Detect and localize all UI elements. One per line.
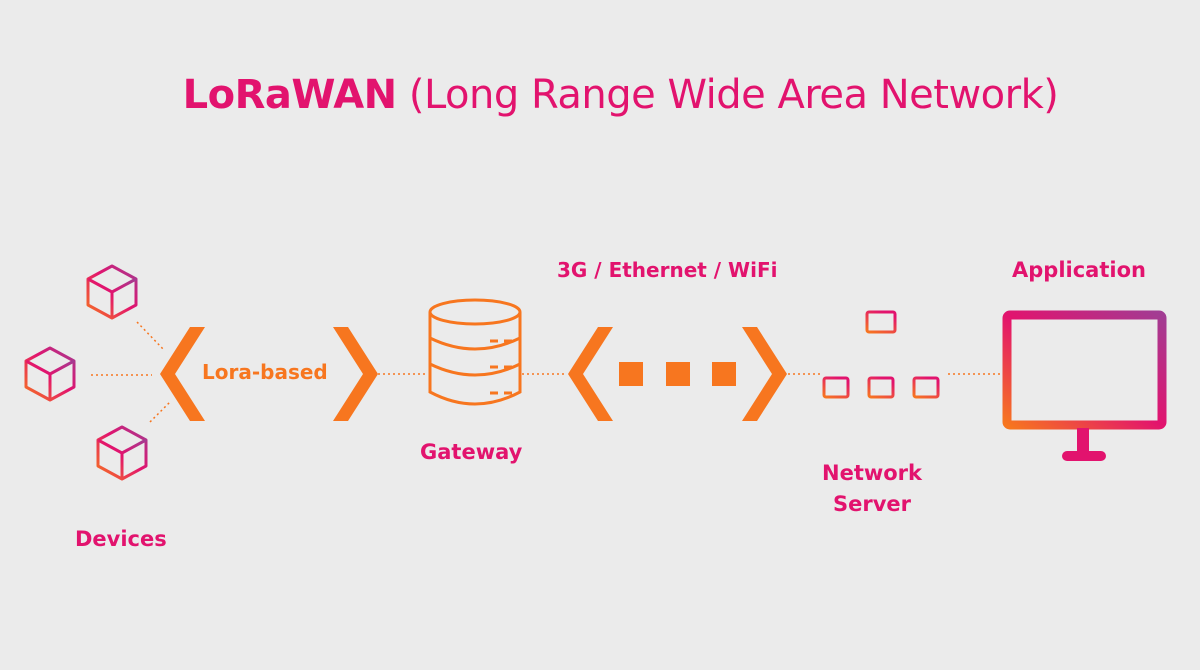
network-tree-icon: [822, 310, 940, 409]
cube-icon-top: [86, 264, 138, 320]
application-label: Application: [1012, 258, 1146, 282]
chevron-right-icon: [742, 327, 787, 421]
chevron-right-icon: [333, 327, 378, 421]
cube-icon-middle: [24, 346, 76, 402]
network-server-label-line1: Network: [822, 461, 923, 485]
network-server-label-line2: Server: [833, 492, 912, 516]
title-bold: LoRaWAN: [182, 72, 398, 118]
title-rest: (Long Range Wide Area Network): [396, 72, 1059, 118]
dot-square: [619, 362, 643, 386]
chevron-left-icon: [160, 327, 205, 421]
lora-based-label: Lora-based: [202, 360, 328, 384]
database-server-icon: [428, 298, 522, 406]
chevron-left-icon: [568, 327, 613, 421]
dot-square: [666, 362, 690, 386]
cube-icon-bottom: [96, 425, 148, 481]
dot-square: [712, 362, 736, 386]
monitor-icon: [1002, 310, 1167, 461]
page-title: LoRaWAN (Long Range Wide Area Network): [0, 72, 1200, 118]
backhaul-label: 3G / Ethernet / WiFi: [557, 258, 778, 282]
devices-label: Devices: [75, 527, 167, 551]
gateway-label: Gateway: [420, 440, 523, 464]
dotted-connectors: [91, 321, 1003, 423]
